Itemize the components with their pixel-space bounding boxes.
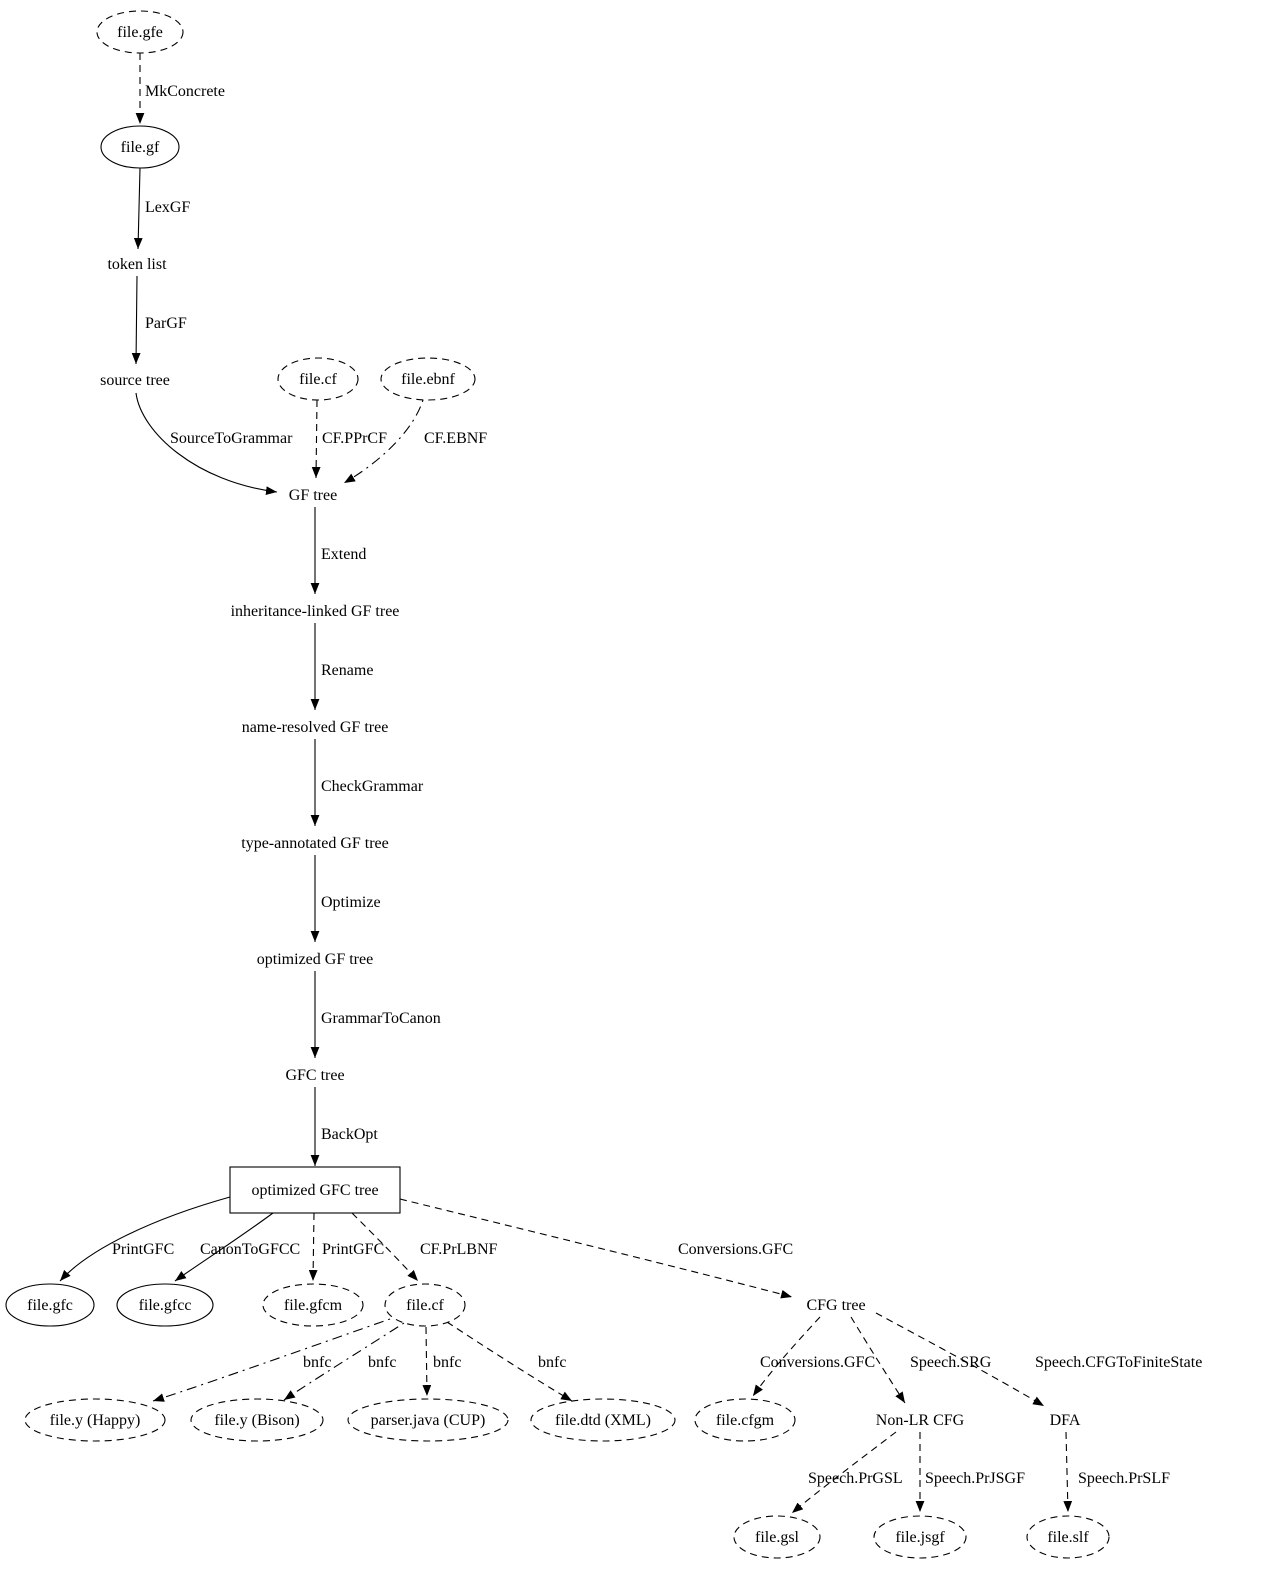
edge-cf-pprcf <box>311 399 321 479</box>
edge-speech-prslf <box>1063 1431 1073 1513</box>
edge-sourcetogrammar <box>135 392 278 496</box>
node-label-file-cfgm: file.cfgm <box>716 1412 775 1429</box>
edge-speech-prgsl <box>791 1431 897 1514</box>
edge-label-checkgrammar: CheckGrammar <box>321 778 424 795</box>
edge-label-canontogfcc: CanonToGFCC <box>200 1241 300 1258</box>
node-shape-file-gfcc <box>116 1283 214 1327</box>
edge-label-speech-prslf: Speech.PrSLF <box>1078 1470 1170 1487</box>
node-label-file-dtd-xml: file.dtd (XML) <box>555 1412 651 1429</box>
edge-label-optimize: Optimize <box>321 894 381 911</box>
node-label-file-jsgf: file.jsgf <box>895 1529 945 1546</box>
edge-cf-prlbnf <box>351 1212 419 1282</box>
node-shape-file-gfc <box>5 1283 95 1327</box>
edge-label-printgfc-gfcm: PrintGFC <box>322 1241 384 1258</box>
node-shape-file-gfe <box>96 10 184 54</box>
node-shape-parser-java-cup <box>347 1398 509 1442</box>
node-label-gf-tree: GF tree <box>289 487 337 504</box>
edge-printgfc-gfc <box>59 1196 231 1282</box>
node-shape-file-slf <box>1026 1515 1110 1559</box>
edge-conversions-gfc-cfgm <box>752 1316 821 1397</box>
edge-canontogfcc <box>174 1212 274 1282</box>
node-shape-file-dtd-xml <box>530 1398 676 1442</box>
edge-label-grammartocanon: GrammarToCanon <box>321 1010 441 1027</box>
node-shape-file-gsl <box>733 1515 821 1559</box>
edge-bnfc-xml <box>446 1321 573 1402</box>
node-label-inheritance-linked-gf-tree: inheritance-linked GF tree <box>231 603 400 620</box>
node-label-file-cf-in: file.cf <box>299 371 337 388</box>
node-label-optimized-gf-tree: optimized GF tree <box>257 951 373 968</box>
edge-label-backopt: BackOpt <box>321 1126 378 1143</box>
node-shape-file-cf-out <box>384 1283 466 1327</box>
node-label-file-gfcm: file.gfcm <box>284 1297 343 1314</box>
edge-label-speech-cfgtofinitestate: Speech.CFGToFiniteState <box>1035 1354 1202 1371</box>
edge-bnfc-cup <box>422 1326 432 1397</box>
node-label-dfa: DFA <box>1050 1412 1081 1429</box>
node-label-file-gf: file.gf <box>121 139 160 156</box>
edge-pargf <box>131 275 141 365</box>
edge-label-sourcetogrammar: SourceToGrammar <box>170 430 293 447</box>
node-shape-file-y-bison <box>190 1398 324 1442</box>
edge-label-bnfc-bison: bnfc <box>368 1354 396 1371</box>
edge-speech-srg <box>850 1316 906 1404</box>
node-shape-file-ebnf <box>380 357 476 401</box>
edge-label-rename: Rename <box>321 662 373 679</box>
node-label-optimized-gfc-tree: optimized GFC tree <box>251 1182 378 1199</box>
node-shape-file-gfcm <box>262 1283 364 1327</box>
edge-cf-ebnf <box>343 399 424 484</box>
node-shape-file-gf <box>100 125 180 169</box>
node-label-file-gfe: file.gfe <box>117 24 163 41</box>
node-label-type-annotated-gf-tree: type-annotated GF tree <box>241 835 389 852</box>
edge-bnfc-bison <box>283 1322 405 1401</box>
node-label-source-tree: source tree <box>100 372 170 389</box>
node-label-non-lr-cfg: Non-LR CFG <box>876 1412 965 1429</box>
node-shape-file-jsgf <box>873 1515 967 1559</box>
node-label-file-cf-out: file.cf <box>406 1297 444 1314</box>
edge-label-bnfc-cup: bnfc <box>433 1354 461 1371</box>
edge-label-speech-prjsgf: Speech.PrJSGF <box>925 1470 1025 1487</box>
edge-label-cf-pprcf: CF.PPrCF <box>322 430 387 447</box>
edge-speech-cfgtofinitestate <box>875 1312 1045 1407</box>
node-shape-file-cfgm <box>694 1398 796 1442</box>
edge-label-speech-srg: Speech.SRG <box>910 1354 992 1371</box>
edge-lexgf <box>133 167 143 250</box>
node-label-file-gsl: file.gsl <box>755 1529 800 1546</box>
node-label-cfg-tree: CFG tree <box>806 1297 865 1314</box>
node-label-file-ebnf: file.ebnf <box>401 371 455 388</box>
edge-label-lexgf: LexGF <box>145 199 190 216</box>
edge-label-cf-prlbnf: CF.PrLBNF <box>420 1241 498 1258</box>
edge-label-pargf: ParGF <box>145 315 187 332</box>
node-shape-file-cf-in <box>277 357 359 401</box>
node-label-file-y-bison: file.y (Bison) <box>214 1412 299 1429</box>
node-label-name-resolved-gf-tree: name-resolved GF tree <box>242 719 389 736</box>
edge-label-printgfc-gfc: PrintGFC <box>112 1241 174 1258</box>
node-label-parser-java-cup: parser.java (CUP) <box>371 1412 486 1429</box>
edge-label-cf-ebnf: CF.EBNF <box>424 430 487 447</box>
node-label-file-slf: file.slf <box>1047 1529 1089 1546</box>
edge-printgfc-gfcm <box>308 1212 318 1282</box>
edge-label-extend: Extend <box>321 546 366 563</box>
edge-bnfc-happy <box>152 1318 391 1402</box>
edge-label-conversions-gfc: Conversions.GFC <box>678 1241 793 1258</box>
node-label-gfc-tree: GFC tree <box>285 1067 344 1084</box>
node-label-file-gfcc: file.gfcc <box>139 1297 192 1314</box>
node-label-token-list: token list <box>107 256 167 273</box>
edge-label-bnfc-xml: bnfc <box>538 1354 566 1371</box>
node-shape-file-y-happy <box>24 1398 166 1442</box>
node-label-file-y-happy: file.y (Happy) <box>50 1412 141 1429</box>
node-shape-optimized-gfc-tree <box>229 1166 401 1214</box>
edge-label-mkconcrete: MkConcrete <box>145 83 225 100</box>
node-label-file-gfc: file.gfc <box>27 1297 73 1314</box>
edge-label-speech-prgsl: Speech.PrGSL <box>808 1470 903 1487</box>
edge-label-bnfc-happy: bnfc <box>303 1354 331 1371</box>
edge-label-conversions-gfc-cfgm: Conversions.GFC <box>760 1354 875 1371</box>
